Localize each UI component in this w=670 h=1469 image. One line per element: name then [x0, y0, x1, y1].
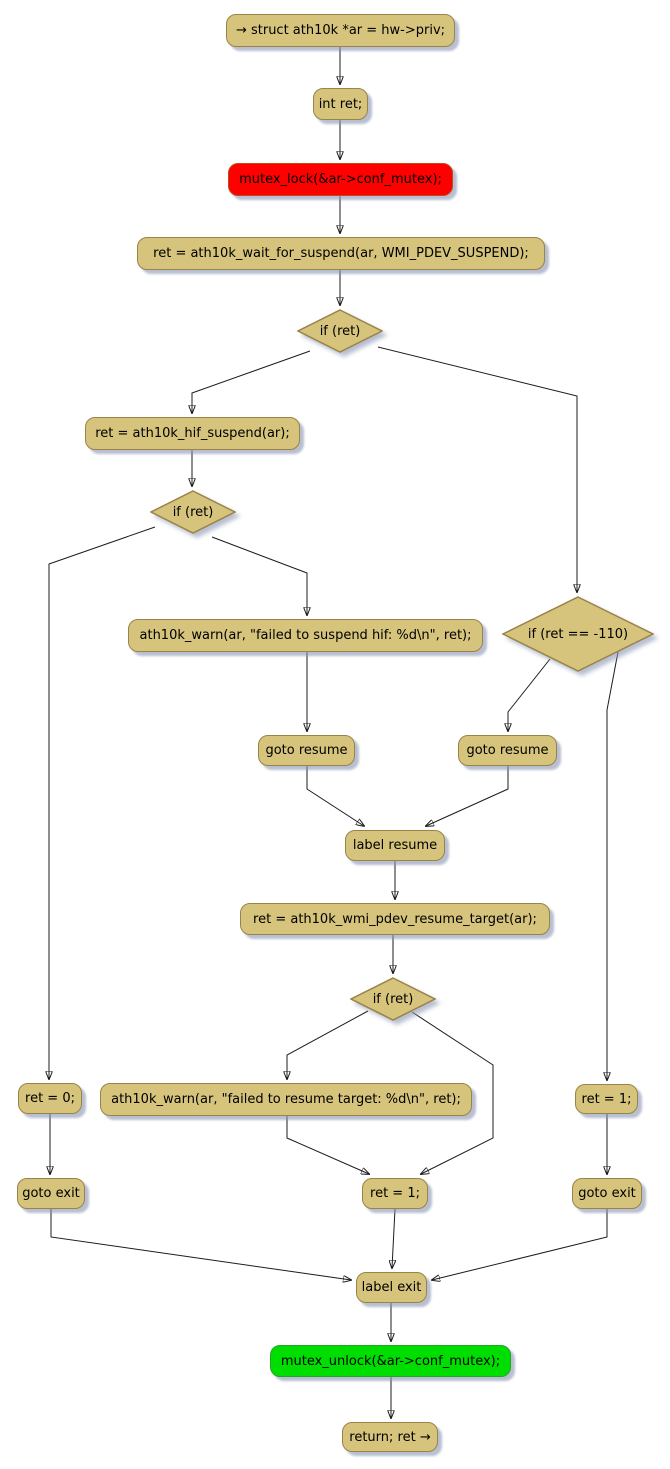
node-int-ret: int ret; [313, 88, 368, 120]
node-if-ret-2: if (ret) [150, 490, 236, 534]
node-if-ret-3: if (ret) [350, 977, 436, 1021]
edge-if1-to-if110 [377, 346, 577, 592]
edge-if2-to-warn-hif [211, 536, 307, 615]
node-goto-resume-right-label: goto resume [466, 743, 549, 758]
node-mutex-lock: mutex_lock(&ar->conf_mutex); [228, 163, 453, 196]
edge-if1-to-hif-suspend [192, 350, 311, 413]
node-if-ret-1: if (ret) [297, 309, 383, 353]
edge-if110-to-ret1-right [607, 651, 619, 1080]
node-if-ret-3-label: if (ret) [372, 991, 414, 1007]
edge-goto-resume-left-to-label [306, 766, 364, 826]
edge-goto-exit-left-to-label-exit [50, 1209, 351, 1280]
node-goto-exit-right: goto exit [572, 1178, 642, 1209]
node-warn-suspend-hif-label: ath10k_warn(ar, "failed to suspend hif: … [139, 628, 472, 643]
node-hif-suspend: ret = ath10k_hif_suspend(ar); [85, 417, 300, 450]
node-ret-0: ret = 0; [18, 1083, 82, 1114]
node-mutex-unlock: mutex_unlock(&ar->conf_mutex); [270, 1345, 511, 1377]
diamond-shape [502, 596, 654, 672]
node-label-exit: label exit [356, 1272, 427, 1303]
node-ret-1-right: ret = 1; [575, 1084, 638, 1114]
node-return-ret-label: return; ret → [349, 1429, 431, 1445]
node-start-label: → struct ath10k *ar = hw->priv; [235, 23, 446, 38]
node-goto-resume-right: goto resume [458, 735, 557, 766]
node-wait-for-suspend: ret = ath10k_wait_for_suspend(ar, WMI_PD… [137, 237, 545, 270]
node-start: → struct ath10k *ar = hw->priv; [226, 14, 455, 47]
diamond-shape [150, 490, 236, 534]
edge-if2-to-ret0 [49, 526, 156, 1079]
node-mutex-unlock-label: mutex_unlock(&ar->conf_mutex); [280, 1353, 501, 1369]
edge-if110-to-goto-resume-right [508, 658, 551, 731]
node-if-ret-2-label: if (ret) [172, 504, 214, 520]
node-ret-1-right-label: ret = 1; [581, 1091, 632, 1107]
node-hif-suspend-label: ret = ath10k_hif_suspend(ar); [95, 426, 290, 441]
edge-ret1-center-to-label-exit [392, 1208, 395, 1268]
node-pdev-resume-target-label: ret = ath10k_wmi_pdev_resume_target(ar); [253, 911, 537, 927]
node-goto-exit-left-label: goto exit [22, 1186, 80, 1201]
node-goto-resume-left-label: goto resume [265, 743, 348, 758]
node-warn-resume-target: ath10k_warn(ar, "failed to resume target… [100, 1083, 472, 1116]
node-int-ret-label: int ret; [318, 96, 363, 112]
edge-goto-exit-right-to-label-exit [432, 1209, 608, 1280]
node-mutex-lock-label: mutex_lock(&ar->conf_mutex); [239, 172, 442, 187]
node-if-ret-eq-110-label: if (ret == -110) [527, 626, 629, 642]
node-warn-suspend-hif: ath10k_warn(ar, "failed to suspend hif: … [128, 619, 483, 652]
node-ret-0-label: ret = 0; [25, 1091, 75, 1106]
node-if-ret-1-label: if (ret) [319, 323, 361, 339]
edge-if3-to-warn-resume [287, 1010, 369, 1079]
node-ret-1-center-label: ret = 1; [370, 1186, 420, 1201]
node-goto-exit-left: goto exit [17, 1178, 85, 1209]
edge-if3-to-ret1-center [411, 1011, 494, 1174]
node-warn-resume-target-label: ath10k_warn(ar, "failed to resume target… [111, 1092, 461, 1107]
node-if-ret-eq-110: if (ret == -110) [502, 596, 654, 672]
diamond-shape [350, 977, 436, 1021]
node-label-resume-label: label resume [352, 838, 438, 853]
node-wait-for-suspend-label: ret = ath10k_wait_for_suspend(ar, WMI_PD… [153, 246, 529, 261]
node-label-exit-label: label exit [361, 1280, 422, 1295]
node-pdev-resume-target: ret = ath10k_wmi_pdev_resume_target(ar); [240, 903, 550, 935]
edge-goto-resume-right-to-label [426, 766, 509, 826]
node-label-resume: label resume [345, 830, 445, 861]
node-goto-exit-right-label: goto exit [578, 1186, 636, 1201]
node-goto-resume-left: goto resume [258, 735, 355, 766]
edge-warn-resume-to-ret1-center [286, 1116, 369, 1174]
node-return-ret: return; ret → [342, 1422, 438, 1452]
diamond-shape [297, 309, 383, 353]
node-ret-1-center: ret = 1; [362, 1178, 428, 1209]
